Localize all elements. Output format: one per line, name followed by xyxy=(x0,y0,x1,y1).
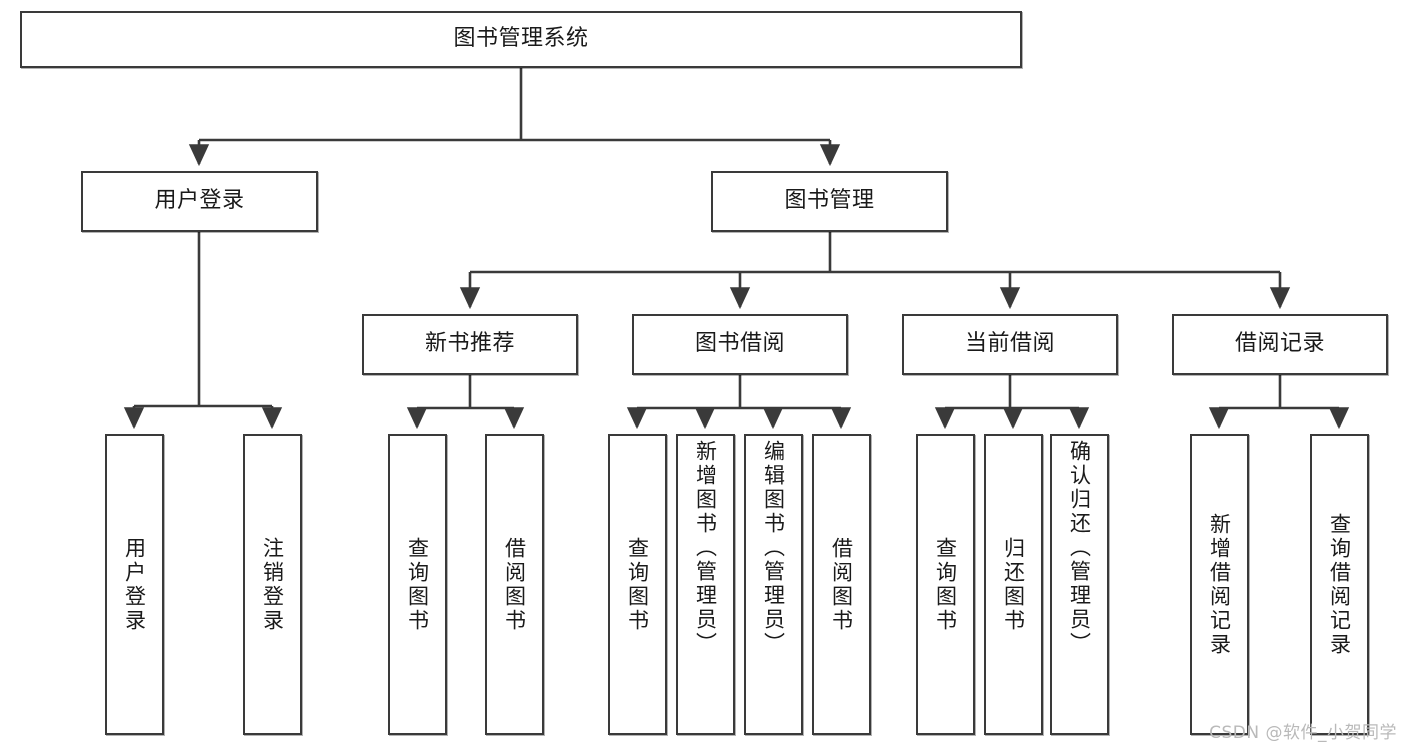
leaf-borrow-book-recommend[interactable]: 借阅图书 xyxy=(485,434,544,735)
node-borrow-records[interactable]: 借阅记录 xyxy=(1172,314,1388,375)
node-root[interactable]: 图书管理系统 xyxy=(20,11,1022,68)
leaf-add-book-admin[interactable]: 新增图书（管理员） xyxy=(676,434,735,735)
leaf-query-book-borrow[interactable]: 查询图书 xyxy=(608,434,667,735)
node-new-book-recommend[interactable]: 新书推荐 xyxy=(362,314,578,375)
leaf-user-login[interactable]: 用户登录 xyxy=(105,434,164,735)
leaf-edit-book-admin[interactable]: 编辑图书（管理员） xyxy=(744,434,803,735)
leaf-confirm-return-admin[interactable]: 确认归还（管理员） xyxy=(1050,434,1109,735)
leaf-add-borrow-record[interactable]: 新增借阅记录 xyxy=(1190,434,1249,735)
node-user-login[interactable]: 用户登录 xyxy=(81,171,318,232)
node-current-borrow[interactable]: 当前借阅 xyxy=(902,314,1118,375)
leaf-borrow-book[interactable]: 借阅图书 xyxy=(812,434,871,735)
leaf-user-logout[interactable]: 注销登录 xyxy=(243,434,302,735)
leaf-return-book[interactable]: 归还图书 xyxy=(984,434,1043,735)
leaf-query-book-current[interactable]: 查询图书 xyxy=(916,434,975,735)
node-book-borrow[interactable]: 图书借阅 xyxy=(632,314,848,375)
leaf-query-book-recommend[interactable]: 查询图书 xyxy=(388,434,447,735)
leaf-query-borrow-record[interactable]: 查询借阅记录 xyxy=(1310,434,1369,735)
node-book-management[interactable]: 图书管理 xyxy=(711,171,948,232)
